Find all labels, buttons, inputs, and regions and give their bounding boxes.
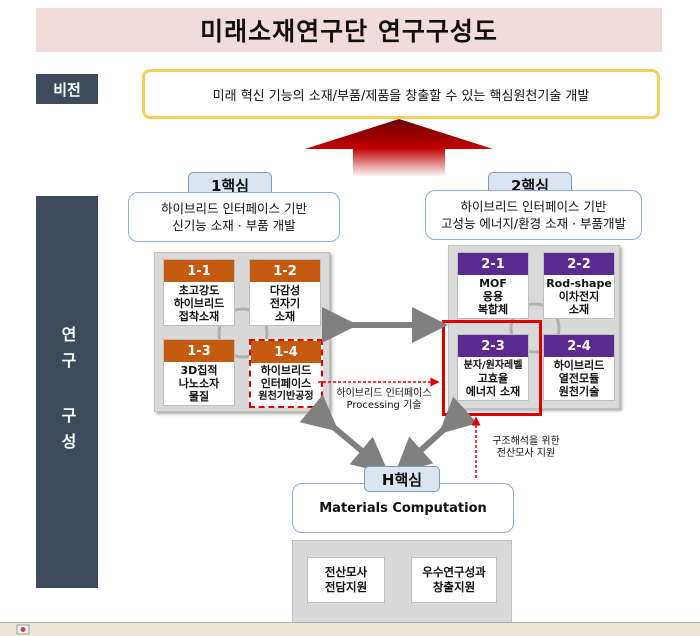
- cell-1-4-id: 1-4: [251, 341, 321, 363]
- status-strip: [0, 622, 700, 636]
- cell-1-2-line: 소재: [274, 310, 296, 323]
- cell-2-3-id: 2-3: [458, 335, 528, 357]
- cell-1-1-id: 1-1: [164, 260, 234, 282]
- cell-1-3-id: 1-3: [164, 340, 234, 362]
- cell-2-4-id: 2-4: [544, 335, 614, 357]
- core2-desc-line1: 하이브리드 인터페이스 기반: [460, 199, 607, 214]
- core2-description: 하이브리드 인터페이스 기반 고성능 에너지/환경 소재 · 부품개발: [425, 190, 642, 240]
- core2-desc-line2: 고성능 에너지/환경 소재 · 부품개발: [440, 216, 627, 231]
- cell-2-3-line: 분자/원자레벨: [463, 360, 523, 371]
- cell-2-1-line: 응용: [482, 290, 504, 303]
- cell-1-3-line: 나노소자: [178, 377, 220, 390]
- simulation-note-line: 구조해석을 위한: [492, 436, 560, 447]
- core1-desc-line1: 하이브리드 인터페이스 기반: [161, 201, 307, 216]
- simulation-note-line: 전산모사 지원: [496, 448, 556, 459]
- cell-1-2-id: 1-2: [250, 260, 320, 282]
- cell-2-4-line: 하이브리드: [553, 359, 605, 372]
- cell-1-1-line: 하이브리드: [173, 297, 225, 310]
- cell-2-4-line: 열전모듈: [558, 372, 600, 385]
- cell-2-3-line: 고효율: [477, 372, 509, 385]
- sub1-line: 전담지원: [324, 580, 368, 594]
- cell-2-4-line: 원천기술: [558, 385, 600, 398]
- sub1-line: 전산모사: [324, 565, 368, 579]
- up-arrow-icon: [305, 119, 493, 177]
- core1-desc-line2: 신기능 소재 · 부품 개발: [172, 218, 296, 233]
- cell-2-3-line: 에너지 소재: [465, 385, 521, 398]
- cycle-circle-icon: [217, 307, 269, 359]
- core1-description: 하이브리드 인터페이스 기반 신기능 소재 · 부품 개발: [128, 192, 340, 242]
- cell-1-2-line: 다감성: [269, 284, 301, 297]
- cell-2-2-line: Rod-shape: [546, 277, 612, 290]
- cell-1-2-line: 전자기: [269, 297, 301, 310]
- window-icon: [16, 624, 30, 635]
- cell-2-2-line: 소재: [568, 303, 590, 316]
- cell-1-4-line: 인터페이스: [260, 377, 312, 390]
- sub2-line: 우수연구성과: [422, 565, 486, 579]
- page-title: 미래소재연구단 연구구성도: [36, 8, 662, 52]
- sub2-line: 창출지원: [432, 580, 476, 594]
- vision-box: 미래 혁신 기능의 소재/부품/제품을 창출할 수 있는 핵심원천기술 개발: [142, 69, 660, 119]
- cell-2-2-id: 2-2: [544, 253, 614, 275]
- cycle-circle-icon: [509, 302, 561, 354]
- highlight-box: [442, 320, 542, 416]
- cell-1-3-line: 3D집적: [180, 364, 218, 377]
- cell-2-2-line: 이차전지: [558, 290, 600, 303]
- cell-1-4-line: 원천기반공정: [258, 391, 314, 402]
- cell-1-3-line: 물질: [188, 390, 210, 403]
- processing-note: 하이브리드 인터페이스 Processing 기술: [334, 388, 434, 412]
- cell-2-1-line: 복합체: [477, 303, 509, 316]
- research-structure-label: 연구 구성: [36, 196, 98, 588]
- cell-1-4-line: 하이브리드: [260, 364, 312, 377]
- cell-1-1-line: 초고강도: [178, 284, 220, 297]
- vision-label: 비전: [36, 74, 98, 104]
- processing-note-line: Processing 기술: [346, 400, 422, 411]
- cell-2-1-id: 2-1: [458, 253, 528, 275]
- cell-1-1-line: 접착소재: [178, 310, 220, 323]
- simulation-note: 구조해석을 위한 전산모사 지원: [480, 436, 572, 460]
- cell-2-1-line: MOF: [479, 277, 507, 290]
- processing-note-line: 하이브리드 인터페이스: [336, 388, 432, 399]
- coreH-title-overlay: H핵심: [364, 466, 440, 492]
